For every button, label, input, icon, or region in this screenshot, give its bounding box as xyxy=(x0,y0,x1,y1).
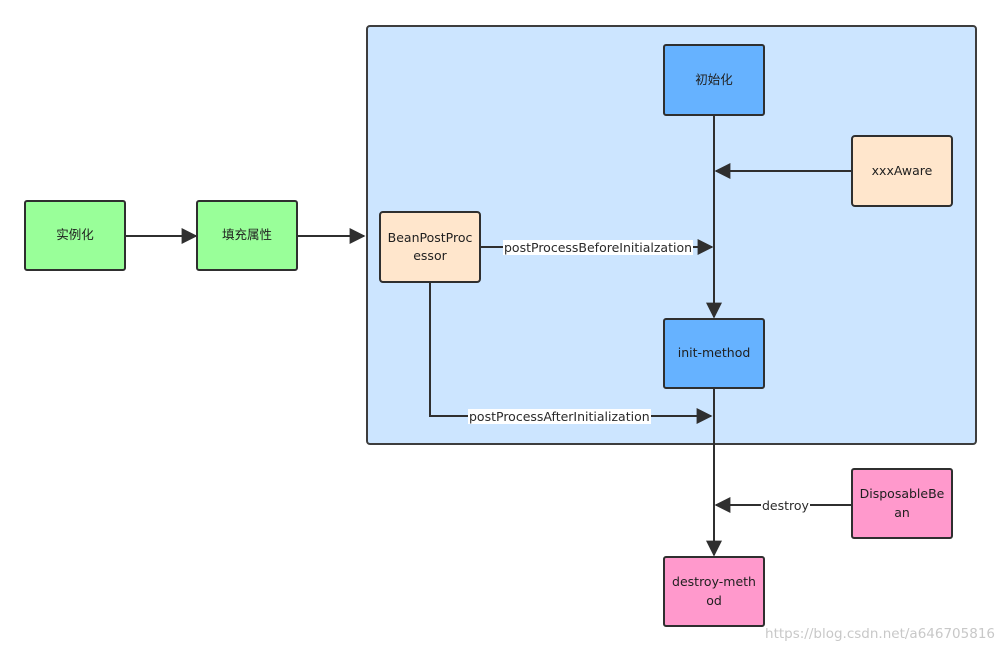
disposable-bean-node: DisposableBean xyxy=(851,468,953,539)
aware-label: xxxAware xyxy=(871,162,933,178)
populate-properties-node: 填充属性 xyxy=(196,200,298,271)
disposable-bean-label: DisposableBean xyxy=(859,486,945,520)
edge-label-destroy: destroy xyxy=(761,498,810,513)
watermark-text: https://blog.csdn.net/a646705816 xyxy=(765,626,995,642)
destroy-method-label: destroy-method xyxy=(672,574,756,608)
edge-label-before-initialization: postProcessBeforeInitialzation xyxy=(503,240,694,255)
bean-post-processor-label: BeanPostProcessor xyxy=(387,229,473,263)
destroy-method-node: destroy-method xyxy=(663,556,765,627)
bean-post-processor-node: BeanPostProcessor xyxy=(379,211,481,283)
instantiate-node: 实例化 xyxy=(24,200,126,271)
instantiate-label: 实例化 xyxy=(56,227,94,243)
edge-label-after-initialization: postProcessAfterInitialization xyxy=(468,409,651,424)
aware-node: xxxAware xyxy=(851,135,953,207)
initialize-node: 初始化 xyxy=(663,44,765,116)
populate-properties-label: 填充属性 xyxy=(221,227,272,243)
init-method-node: init-method xyxy=(663,318,765,389)
init-method-label: init-method xyxy=(677,345,751,361)
initialize-label: 初始化 xyxy=(695,71,733,87)
